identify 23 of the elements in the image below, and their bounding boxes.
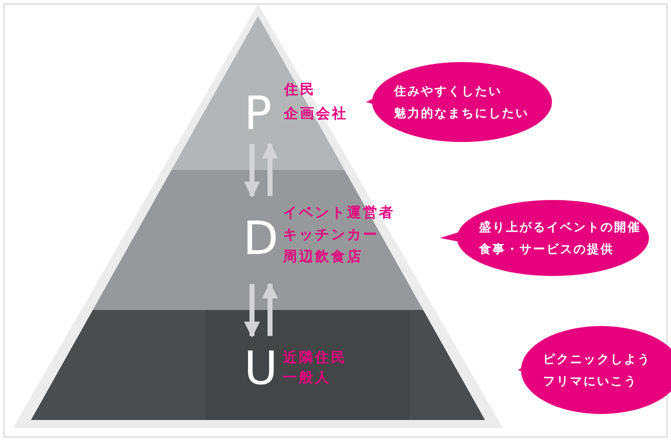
pyramid-tier bbox=[171, 16, 345, 170]
stakeholder-text: 周辺飲食店 bbox=[283, 248, 363, 267]
stakeholder-text: キッチンカー bbox=[283, 226, 379, 245]
stakeholder-text: 一般人 bbox=[283, 369, 331, 388]
arrow bbox=[244, 284, 260, 338]
arrow bbox=[262, 282, 278, 336]
pyramid-tier bbox=[92, 170, 423, 310]
bubble-text: 盛り上がるイベントの開催 bbox=[479, 219, 641, 235]
stakeholder-text: 住民 bbox=[284, 81, 316, 100]
stakeholder-text: 企画会社 bbox=[284, 105, 348, 124]
bubble-text: フリマにいこう bbox=[543, 373, 638, 389]
bubble-text: 魅力的なまちにしたい bbox=[394, 105, 529, 121]
pyramid-tier bbox=[31, 310, 485, 420]
stakeholder-text: 近隣住民 bbox=[283, 349, 347, 368]
bubble-text: 食事・サービスの提供 bbox=[479, 241, 614, 257]
tier-letter: P bbox=[244, 90, 272, 136]
arrow bbox=[262, 142, 278, 196]
stakeholder-text: イベント運営者 bbox=[283, 204, 395, 223]
tier-letter: D bbox=[243, 215, 278, 261]
bubble-text: 住みやすくしたい bbox=[394, 83, 502, 99]
tier-letter: U bbox=[244, 345, 278, 391]
bubble-text: ピクニックしよう bbox=[543, 351, 651, 367]
arrow bbox=[244, 144, 260, 198]
